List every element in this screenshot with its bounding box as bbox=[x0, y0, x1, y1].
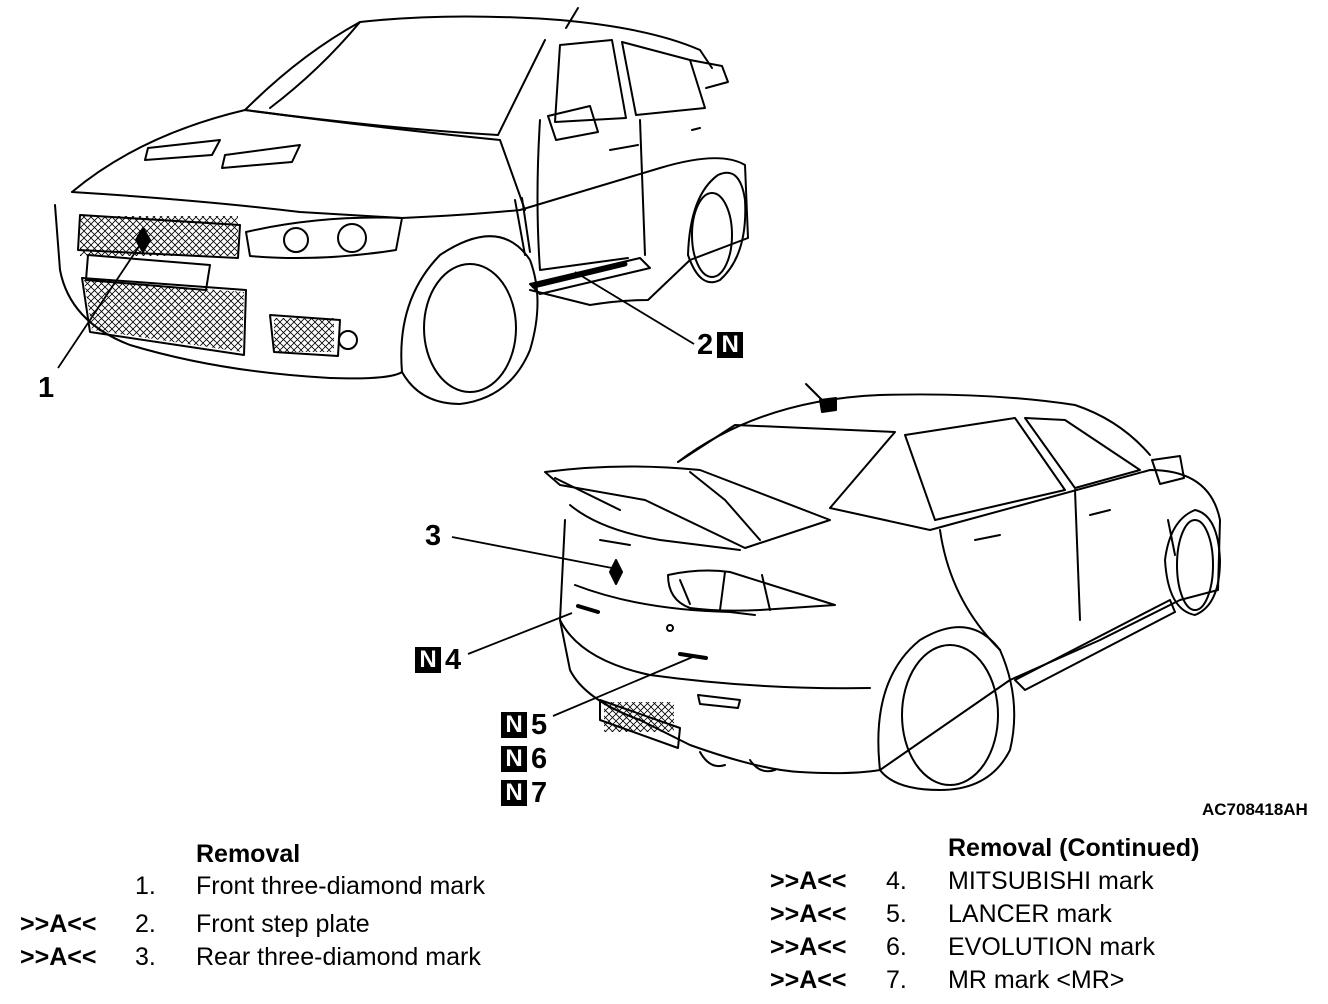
legend-row-7: >>A<< 7. MR mark <MR> bbox=[0, 966, 1328, 996]
action-code: >>A<< bbox=[20, 943, 97, 971]
action-code: >>A<< bbox=[20, 910, 97, 938]
callout-7: N 7 bbox=[501, 778, 547, 808]
action-code: >>A<< bbox=[770, 867, 847, 895]
item-label: Front three-diamond mark bbox=[196, 872, 486, 900]
item-number: 6. bbox=[886, 933, 907, 961]
item-number: 3. bbox=[135, 943, 156, 971]
legend-row-3: >>A<< 3. Rear three-diamond mark bbox=[0, 943, 640, 973]
legend-row-5: >>A<< 5. LANCER mark bbox=[0, 900, 1328, 930]
leader-lines bbox=[57, 244, 696, 717]
legend-right-heading: Removal (Continued) bbox=[948, 834, 1200, 862]
item-number: 4. bbox=[886, 867, 907, 895]
legend-row-1: 1. Front three-diamond mark bbox=[0, 872, 640, 902]
new-part-badge: N bbox=[501, 780, 527, 806]
front-car-illustration bbox=[54, 7, 749, 405]
new-part-badge: N bbox=[415, 647, 441, 673]
rear-car-illustration bbox=[544, 383, 1221, 791]
callout-1: 1 bbox=[38, 373, 54, 403]
callout-number: 5 bbox=[531, 709, 548, 741]
figure-id: AC708418AH bbox=[1202, 800, 1308, 819]
action-code: >>A<< bbox=[770, 966, 847, 994]
item-label: Front step plate bbox=[196, 910, 370, 938]
legend-left-heading: Removal bbox=[196, 840, 301, 868]
item-label: MITSUBISHI mark bbox=[948, 867, 1154, 895]
vehicle-diagram bbox=[54, 7, 1221, 791]
legend-row-4: >>A<< 4. MITSUBISHI mark bbox=[0, 867, 1328, 897]
callout-4: N 4 bbox=[415, 645, 461, 675]
action-code: >>A<< bbox=[770, 900, 847, 928]
legend-row-6: >>A<< 6. EVOLUTION mark bbox=[0, 933, 1328, 963]
callout-number: 1 bbox=[38, 372, 55, 404]
callout-2: 2 N bbox=[697, 329, 744, 361]
action-code: >>A<< bbox=[770, 933, 847, 961]
item-number: 7. bbox=[886, 966, 907, 994]
item-number: 1. bbox=[135, 872, 156, 900]
callout-6: N 6 bbox=[501, 744, 547, 774]
new-part-badge: N bbox=[501, 746, 527, 772]
callout-number: 7 bbox=[531, 777, 548, 809]
legend-row-2: >>A<< 2. Front step plate bbox=[0, 910, 640, 940]
callout-5: N 5 bbox=[501, 710, 547, 740]
item-number: 5. bbox=[886, 900, 907, 928]
callout-number: 2 bbox=[697, 329, 714, 361]
callout-number: 4 bbox=[445, 644, 462, 676]
new-part-badge: N bbox=[717, 332, 744, 358]
item-label: EVOLUTION mark bbox=[948, 933, 1155, 961]
callout-number: 3 bbox=[425, 520, 442, 552]
item-label: LANCER mark bbox=[948, 900, 1112, 928]
item-label: Rear three-diamond mark bbox=[196, 943, 481, 971]
new-part-badge: N bbox=[501, 712, 527, 738]
item-label: MR mark <MR> bbox=[948, 966, 1125, 994]
item-number: 2. bbox=[135, 910, 156, 938]
callout-number: 6 bbox=[531, 743, 548, 775]
callout-3: 3 bbox=[425, 521, 441, 551]
